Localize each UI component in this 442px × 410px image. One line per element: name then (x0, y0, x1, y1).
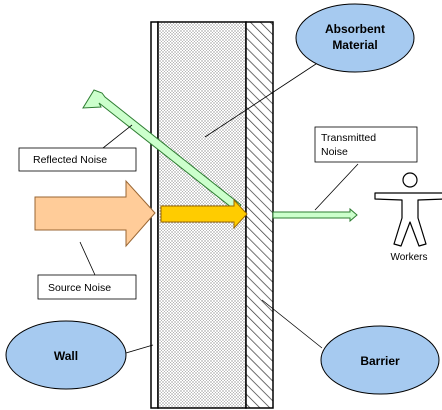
barrier-ellipse (320, 325, 440, 395)
transmitted-noise-label-line1: Transmitted (321, 132, 376, 144)
transmitted-noise-label-line2: Noise (321, 146, 348, 158)
transmitted-leader-line (314, 163, 359, 211)
reflected-noise-label: Reflected Noise (33, 154, 107, 166)
barrier-leader-line (261, 299, 323, 349)
reflected-leader-line (97, 124, 133, 153)
worker-icon (374, 172, 442, 247)
reflected-noise-box (18, 147, 137, 172)
source-noise-arrow (34, 179, 156, 248)
absorbent-material-label-line1: Absorbent (325, 22, 385, 36)
absorbent-material-label-line2: Material (332, 38, 377, 52)
source-noise-box (37, 274, 137, 300)
wall-leader-line (125, 344, 154, 354)
source-noise-label: Source Noise (48, 282, 111, 294)
absorbed-noise-arrow (160, 198, 248, 230)
source-leader-line (79, 241, 96, 276)
transmitted-noise-arrow (272, 207, 358, 223)
absorbent-leader-line (204, 59, 323, 138)
wall-label: Wall (54, 349, 78, 363)
absorbent-material-ellipse (295, 3, 415, 73)
workers-label: Workers (390, 252, 427, 263)
barrier-label: Barrier (360, 354, 400, 368)
transmitted-noise-box (314, 126, 418, 163)
barrier-layer (245, 21, 274, 409)
wall-ellipse (5, 320, 127, 390)
